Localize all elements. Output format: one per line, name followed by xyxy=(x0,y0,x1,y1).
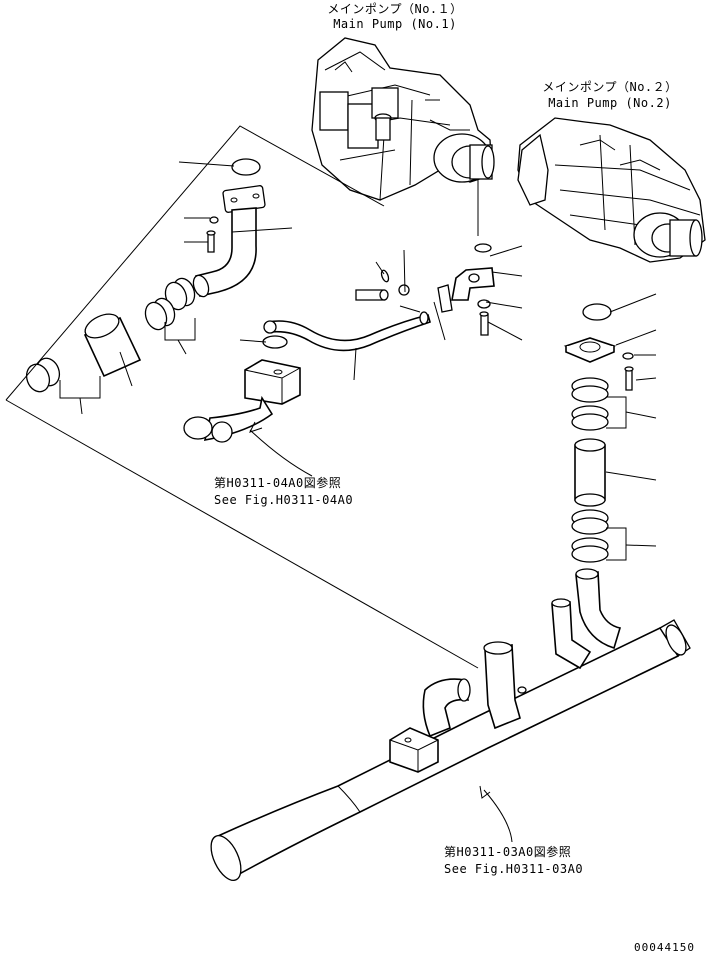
pump1-suction-parts xyxy=(25,158,266,399)
pump2-label-en: Main Pump (No.2) xyxy=(548,96,672,110)
pump2-suction-parts xyxy=(563,303,634,563)
leader-lines xyxy=(5,125,657,843)
pump2-label-jp: メインポンプ（No.２） xyxy=(542,80,678,94)
middle-hose-parts xyxy=(262,243,495,352)
reference-03a0-jp: 第H0311-03A0図参照 xyxy=(444,845,572,859)
main-pump-2 xyxy=(517,117,706,263)
reference-04a0-en: See Fig.H0311-04A0 xyxy=(214,493,354,507)
reference-03a0-en: See Fig.H0311-03A0 xyxy=(444,862,584,876)
reference-04a0-jp: 第H0311-04A0図参照 xyxy=(214,476,342,490)
pump1-label-en: Main Pump (No.1) xyxy=(333,17,457,31)
drawing-number: 00044150 xyxy=(634,941,695,954)
referenced-block-04a0 xyxy=(183,359,301,443)
pump1-label-jp: メインポンプ（No.１） xyxy=(327,2,463,16)
main-suction-pipe-03a0 xyxy=(210,568,691,881)
main-pump-1 xyxy=(311,37,495,201)
